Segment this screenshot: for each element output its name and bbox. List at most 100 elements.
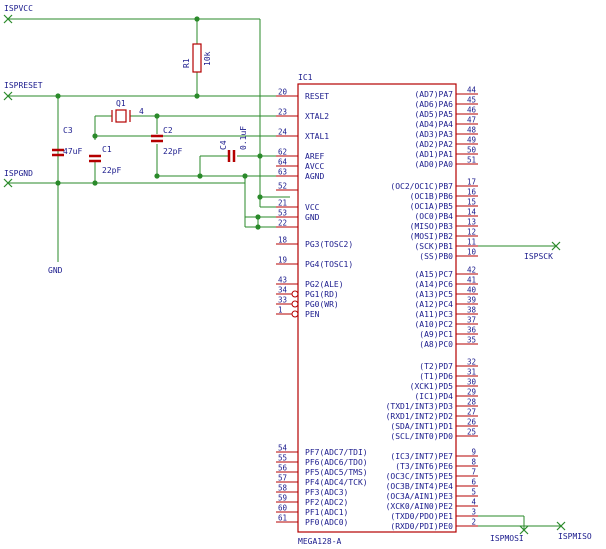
ic1-pin-number: 41 bbox=[467, 276, 476, 285]
ic1-pin-number: 19 bbox=[278, 256, 287, 265]
ic1-pin-number: 1 bbox=[278, 306, 283, 315]
ic1-pin-number: 54 bbox=[278, 444, 288, 453]
ic1-pin-number: 14 bbox=[467, 208, 477, 217]
net-ispgnd: ISPGND bbox=[3, 169, 58, 188]
net-ispmosi-label: ISPMOSI bbox=[490, 534, 524, 543]
ic1-pin-number: 57 bbox=[278, 474, 287, 483]
ic1-pin-number: 30 bbox=[467, 378, 477, 387]
ic1-pin-number: 40 bbox=[467, 286, 477, 295]
ic1-pin-label: PF3(ADC3) bbox=[305, 488, 348, 497]
ic1-pin-label: (SCK)PB1 bbox=[414, 242, 453, 251]
ic1-part: MEGA128-A bbox=[298, 537, 342, 546]
ic1-pin-label: (A14)PC6 bbox=[414, 280, 453, 289]
ic1-pin-left: 59 PF2(ADC2) bbox=[276, 494, 348, 507]
net-ispvcc-label: ISPVCC bbox=[4, 4, 33, 13]
ic1-pin-number: 61 bbox=[278, 514, 287, 523]
ic1-pin-label: PF2(ADC2) bbox=[305, 498, 348, 507]
ic1-pin-label: PG0(WR) bbox=[305, 300, 339, 309]
net-ispmiso-label: ISPMISO bbox=[558, 532, 592, 541]
ic1-pin-label: (A11)PC3 bbox=[414, 310, 453, 319]
ic1-pin-number: 34 bbox=[278, 286, 288, 295]
ic1-pin-right: 5(OC3A/AIN1)PE3 bbox=[386, 488, 478, 501]
ic1-pin-label: (A12)PC4 bbox=[414, 300, 453, 309]
ic1-pin-number: 7 bbox=[471, 468, 476, 477]
ic1-pin-label: (AD5)PA5 bbox=[414, 110, 453, 119]
ic1-pin-right: 10(SS)PB0 bbox=[419, 248, 478, 261]
ic1-pin-number: 24 bbox=[278, 128, 288, 137]
ic1-pin-label: (IC1)PD4 bbox=[414, 392, 453, 401]
ic1-pin-label: (T1)PD6 bbox=[419, 372, 453, 381]
ic1-pin-right: 30(XCK1)PD5 bbox=[410, 378, 478, 391]
ic1-pin-number: 62 bbox=[278, 148, 287, 157]
ic1-pin-right: 7 (OC3C/INT5)PE5 bbox=[386, 468, 478, 481]
ic1-pin-left: 34 PG1(RD) bbox=[276, 286, 339, 299]
ic1-pin-number: 37 bbox=[467, 316, 476, 325]
ic1-pin-label: PG1(RD) bbox=[305, 290, 339, 299]
ic1-pin-right: 16(OC1B)PB6 bbox=[410, 188, 478, 201]
ic1-pin-number: 39 bbox=[467, 296, 476, 305]
ic1-pin-number: 8 bbox=[471, 458, 476, 467]
crystal-q1: Q1 4 bbox=[111, 99, 144, 123]
ic1-pin-right: 12(MOSI)PB2 bbox=[410, 228, 478, 241]
ic1-pin-label: (MISO)PB3 bbox=[410, 222, 454, 231]
ic1-pin-label: PF5(ADC5/TMS) bbox=[305, 468, 368, 477]
ic1-pin-right: 26(SDA/INT1)PD1 bbox=[390, 418, 478, 431]
ic1-pin-label: (SCL/INT0)PD0 bbox=[390, 432, 453, 441]
ic1-pin-label: PG3(TOSC2) bbox=[305, 240, 353, 249]
ic1-pin-label: (AD2)PA2 bbox=[414, 140, 453, 149]
ic1-pin-right: 11(SCK)PB1 bbox=[414, 238, 478, 251]
ic1-pin-number: 9 bbox=[471, 448, 476, 457]
ic1-pin-number: 16 bbox=[467, 188, 477, 197]
ic1-pin-label: (TXD1/INT3)PD3 bbox=[386, 402, 454, 411]
ic1-pin-label: (RXD1/INT2)PD2 bbox=[386, 412, 454, 421]
c3-value: 47uF bbox=[63, 147, 82, 156]
ic1-pin-number: 25 bbox=[467, 428, 476, 437]
ic1-pin-number: 55 bbox=[278, 454, 287, 463]
ic1-pin-right: 38(A11)PC3 bbox=[414, 306, 478, 319]
ic1-pin-right: 17(OC2/OC1C)PB7 bbox=[390, 178, 478, 191]
ic1-pin-left: 52 bbox=[276, 182, 298, 191]
ic1-pin-number: 49 bbox=[467, 136, 476, 145]
ic1-pin-right: 49 (AD2)PA2 bbox=[414, 136, 478, 149]
capacitor-c2: C2 22pF bbox=[151, 126, 182, 156]
ic1-pin-number: 17 bbox=[467, 178, 476, 187]
net-ispmiso: ISPMISO bbox=[556, 521, 592, 541]
c4-value: 0.1uF bbox=[239, 126, 248, 150]
ic1-pin-number: 43 bbox=[278, 276, 287, 285]
ic1-pin-number: 21 bbox=[278, 199, 287, 208]
c1-name: C1 bbox=[102, 145, 112, 154]
ic1-right-pins: 44(AD7)PA745(AD6)PA646(AD5)PA547(AD4)PA4… bbox=[386, 86, 478, 531]
junction-dots bbox=[55, 16, 263, 230]
ic1-pin-label: (OC3C/INT5)PE5 bbox=[386, 472, 454, 481]
ic1-pin-number: 18 bbox=[278, 236, 288, 245]
ic1-pin-number: 59 bbox=[278, 494, 287, 503]
c3-name: C3 bbox=[63, 126, 73, 135]
ic1-pin-right: 9 (IC3/INT7)PE7 bbox=[390, 448, 478, 461]
net-gnd-label: GND bbox=[48, 266, 63, 275]
ic1-pin-label: (RXD0/PDI)PE0 bbox=[390, 522, 453, 531]
ic1-pin-label: GND bbox=[305, 213, 320, 222]
ic1-pin-right: 28(TXD1/INT3)PD3 bbox=[386, 398, 478, 411]
ic1-pin-number: 12 bbox=[467, 228, 476, 237]
net-ispsck: ISPSCK bbox=[524, 241, 561, 261]
ic1-pin-right: 35(A8)PC0 bbox=[419, 336, 478, 349]
ic1-pin-number: 13 bbox=[467, 218, 476, 227]
ic1-pin-label: (IC3/INT7)PE7 bbox=[390, 452, 453, 461]
ic1-pin-right: 2(RXD0/PDI)PE0 bbox=[390, 518, 478, 531]
ic1-pin-number: 60 bbox=[278, 504, 288, 513]
ic1-pin-number: 56 bbox=[278, 464, 288, 473]
ic1-pin-label: (AD3)PA3 bbox=[414, 130, 453, 139]
ic1-pin-label: (A9)PC1 bbox=[419, 330, 453, 339]
